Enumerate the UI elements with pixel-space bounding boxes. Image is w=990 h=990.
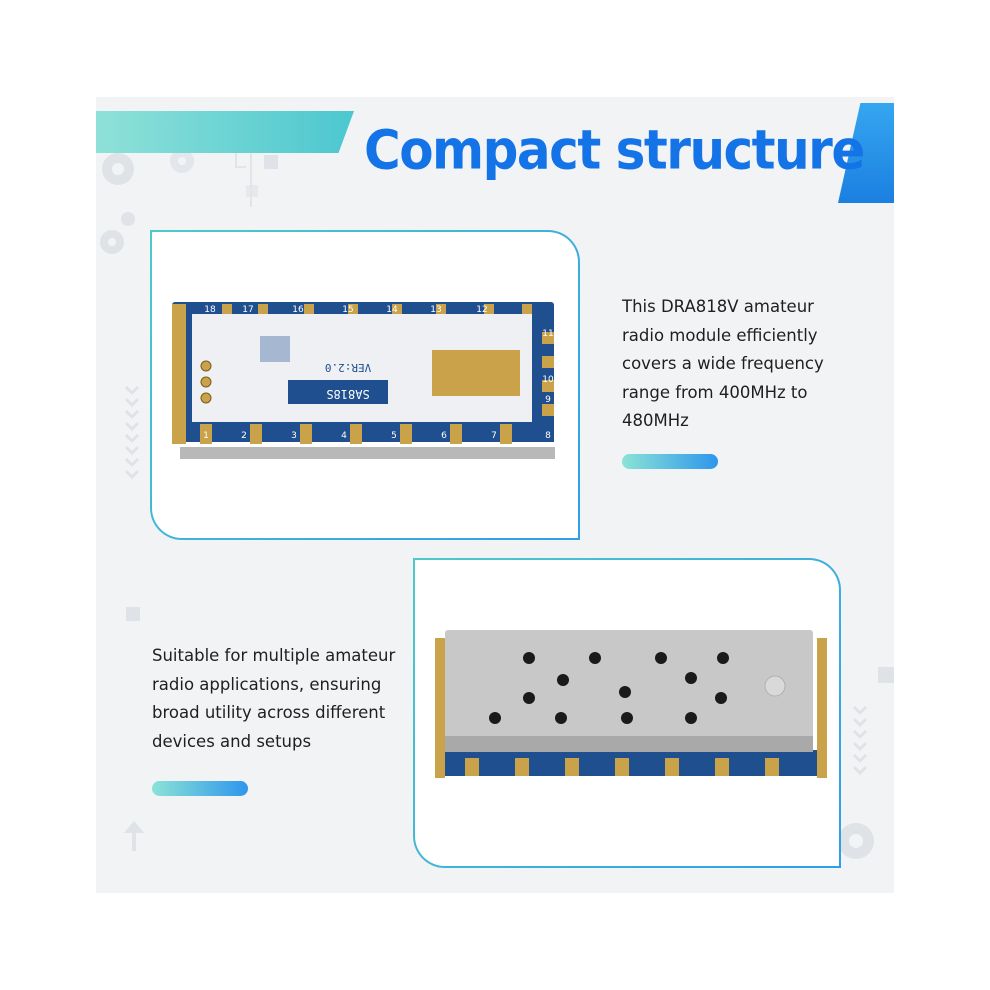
description-bottom: Suitable for multiple amateur radio appl… xyxy=(152,646,396,751)
pin-label: 10 xyxy=(542,375,554,385)
image-frame-bottom xyxy=(413,558,841,868)
pin-label: 13 xyxy=(430,305,441,315)
background-decoration xyxy=(100,117,894,859)
board-label-model: SA818S xyxy=(326,387,369,401)
description-top: This DRA818V amateur radio module effici… xyxy=(622,297,824,430)
pin-label: 6 xyxy=(441,431,447,441)
gear-icon xyxy=(170,149,194,173)
pin-label: 15 xyxy=(342,305,353,315)
pin-label: 18 xyxy=(204,305,216,315)
page-title: Compact structure xyxy=(364,118,865,182)
product-canvas: Compact structure xyxy=(96,97,894,893)
pin-label: 14 xyxy=(386,305,398,315)
pin-label: 12 xyxy=(476,305,487,315)
gear-icon xyxy=(102,153,134,185)
pin-label: 1 xyxy=(203,431,209,441)
pin-label: 5 xyxy=(391,431,397,441)
pcb-module-image: SA818S VER:2.0 1 2 3 4 5 6 7 8 9 10 11 1… xyxy=(172,302,555,459)
board-label-version: VER:2.0 xyxy=(325,361,371,374)
pin-label: 3 xyxy=(291,431,297,441)
image-frame-top: SA818S VER:2.0 1 2 3 4 5 6 7 8 9 10 11 1… xyxy=(150,230,580,540)
pin-label: 4 xyxy=(341,431,347,441)
shielded-module-image xyxy=(435,630,827,778)
pin-label: 17 xyxy=(242,305,253,315)
accent-bar-top xyxy=(622,454,718,469)
pin-label: 2 xyxy=(241,431,247,441)
header-accent-band-left xyxy=(96,111,354,153)
pin-label: 9 xyxy=(545,395,551,405)
pin-label: 7 xyxy=(491,431,497,441)
accent-bar-bottom xyxy=(152,781,248,796)
gear-icon xyxy=(100,212,135,254)
pin-label: 16 xyxy=(292,305,304,315)
pin-label: 8 xyxy=(545,431,551,441)
pin-label: 11 xyxy=(542,329,553,339)
